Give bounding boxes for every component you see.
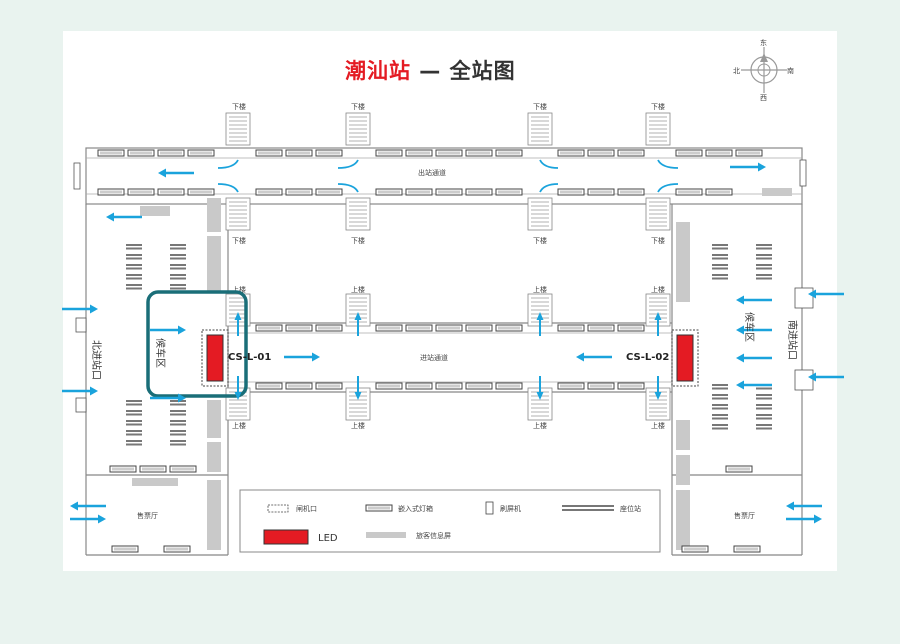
legend-info-screen-label: 旅客信息屏 <box>416 531 451 540</box>
seats-right <box>712 244 772 430</box>
stair-labels-up: 上楼 上楼 上楼 上楼 上楼 上楼 上楼 上楼 <box>232 285 665 430</box>
stair-up-label: 上楼 <box>351 285 365 294</box>
stair-down-label: 下楼 <box>651 236 665 245</box>
exit-passage-label: 出站通道 <box>418 168 446 177</box>
legend-gate-label: 闸机口 <box>296 504 317 513</box>
legend-lightbox-label: 嵌入式灯箱 <box>398 504 433 513</box>
legend-screen-machine-icon <box>485 501 494 515</box>
stair-up-label: 上楼 <box>651 421 665 430</box>
map-title-rest: — 全站图 <box>411 59 516 83</box>
stair-up-label: 上楼 <box>533 421 547 430</box>
legend-seat-label: 座位站 <box>620 504 641 513</box>
legend-lightbox-icon <box>365 504 393 512</box>
stair-down-label: 下楼 <box>351 236 365 245</box>
compass-east-label: 东 <box>760 38 767 47</box>
ticket-hall-left-label: 售票厅 <box>137 511 158 520</box>
legend-led-icon <box>263 529 309 545</box>
stair-up-label: 上楼 <box>232 285 246 294</box>
stair-up-label: 上楼 <box>351 421 365 430</box>
led-screen-right <box>671 329 699 387</box>
legend-info-screen-icon <box>366 532 406 538</box>
stair-down-label: 下楼 <box>533 102 547 111</box>
stair-down-label: 下楼 <box>651 102 665 111</box>
stair-up-label: 上楼 <box>232 421 246 430</box>
stair-down-label: 下楼 <box>351 102 365 111</box>
waiting-area-left-label: 候车区 <box>154 338 167 368</box>
south-entrance-label: 南进站口 <box>786 320 799 360</box>
map-title: 潮汕站 — 全站图 <box>345 55 516 85</box>
compass-north-label: 北 <box>733 67 740 75</box>
stair-down-label: 下楼 <box>533 236 547 245</box>
compass-south-label: 南 <box>787 66 794 75</box>
station-name: 潮汕站 <box>345 59 411 83</box>
legend-screen-machine-label: 刷屏机 <box>500 504 521 513</box>
north-entrance-label: 北进站口 <box>90 340 103 380</box>
legend-seat-icon <box>562 505 614 511</box>
compass: 东 南 西 北 <box>733 38 794 102</box>
stair-labels-down: 下楼 下楼 下楼 下楼 下楼 下楼 下楼 下楼 <box>232 102 665 245</box>
stair-down-label: 下楼 <box>232 236 246 245</box>
south-entrance-gates <box>73 159 814 391</box>
screen-label-left: CS-L-01 <box>228 352 271 363</box>
led-screen-left <box>201 329 229 387</box>
highlight-box <box>146 290 248 398</box>
stair-up-label: 上楼 <box>651 285 665 294</box>
curved-flow-arrows <box>217 159 679 193</box>
screen-label-right: CS-L-02 <box>626 352 669 363</box>
waiting-area-right-label: 候车区 <box>743 312 756 342</box>
stair-down-label: 下楼 <box>232 102 246 111</box>
entry-passage-label: 进站通道 <box>420 353 448 362</box>
map-sheet <box>63 31 837 571</box>
ticket-hall-right-label: 售票厅 <box>734 511 755 520</box>
legend-led-label: LED <box>318 533 338 544</box>
legend-gate-icon <box>267 504 289 513</box>
compass-west-label: 西 <box>760 94 767 102</box>
building-walls <box>85 147 803 556</box>
stair-up-label: 上楼 <box>533 285 547 294</box>
legend: 闸机口 嵌入式灯箱 刷屏机 座位站 LED 旅客信息屏 <box>239 489 661 553</box>
north-entrance-gates <box>75 317 87 413</box>
